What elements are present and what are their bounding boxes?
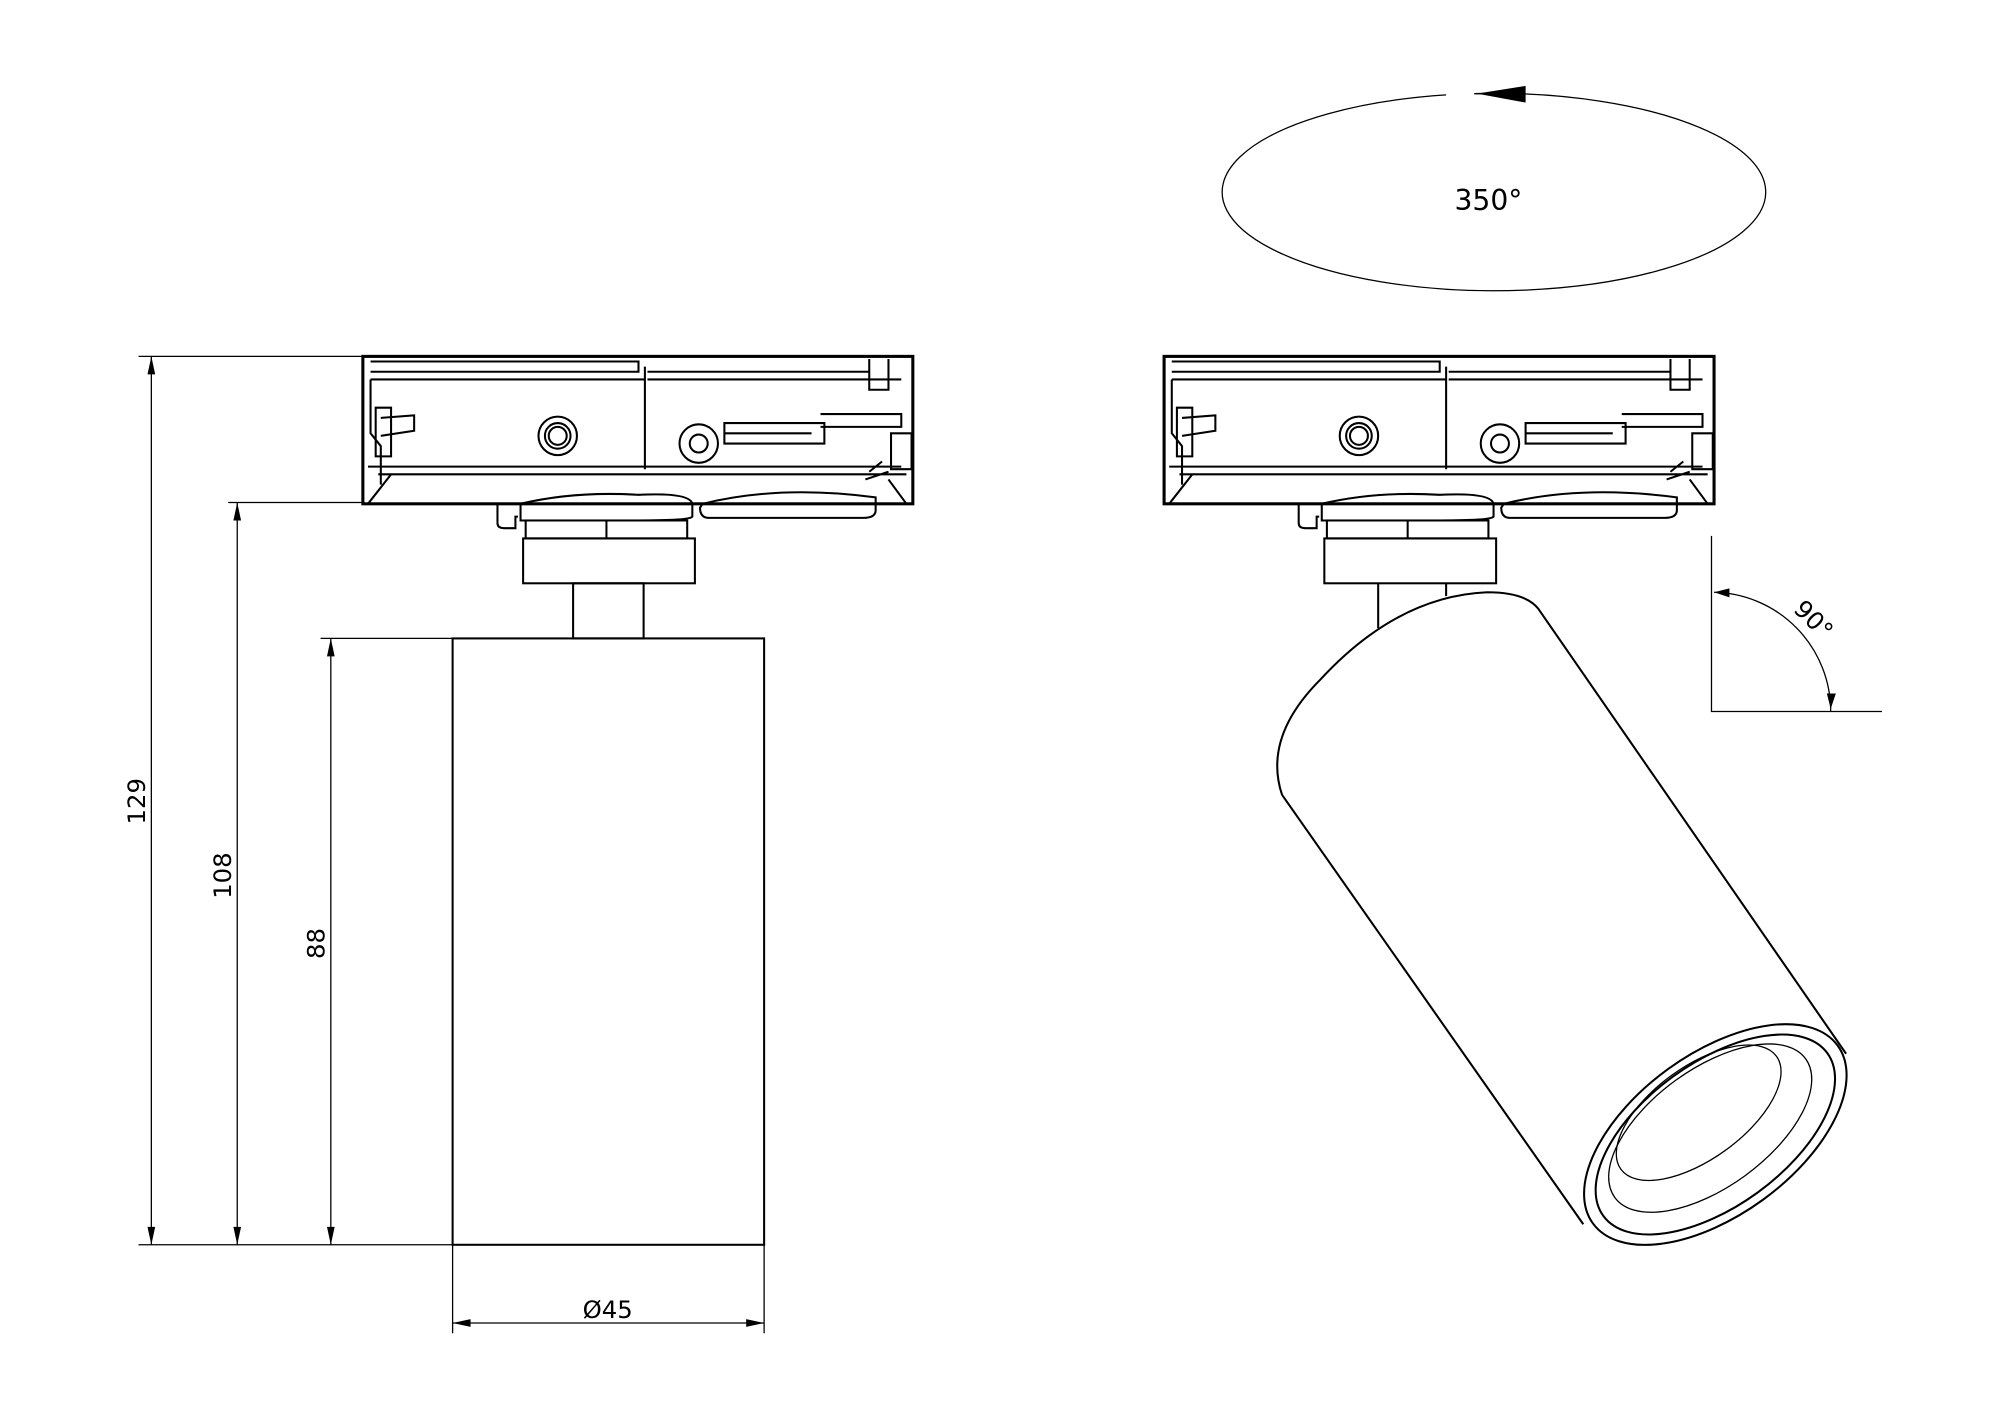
stem bbox=[572, 582, 645, 640]
dimension-diameter: Ø45 bbox=[583, 1295, 633, 1324]
front-view bbox=[361, 354, 915, 1246]
rotation-indicator: 350° bbox=[1221, 85, 1767, 292]
rotation-arrow-icon bbox=[1476, 85, 1526, 103]
dimension-129: 129 bbox=[122, 778, 151, 824]
track-adapter-right bbox=[1162, 354, 1716, 506]
mount-ring bbox=[496, 491, 877, 585]
dimension-88: 88 bbox=[301, 928, 330, 959]
dimension-108: 108 bbox=[208, 852, 237, 898]
lamp-body bbox=[451, 637, 766, 1246]
tilt-indicator: 90° bbox=[1710, 535, 1882, 713]
lamp-opening bbox=[1583, 1023, 1848, 1246]
track-adapter bbox=[361, 354, 915, 506]
rotation-ellipse bbox=[1221, 92, 1767, 292]
mount-ring-right bbox=[1297, 491, 1678, 585]
rotation-angle-label: 350° bbox=[1454, 184, 1522, 217]
tilted-view bbox=[1162, 354, 1848, 1246]
dimension-lines: 129 108 88 Ø45 bbox=[122, 355, 765, 1334]
tilt-angle-label: 90° bbox=[1788, 594, 1839, 645]
tilted-lamp-body bbox=[1276, 591, 1847, 1225]
